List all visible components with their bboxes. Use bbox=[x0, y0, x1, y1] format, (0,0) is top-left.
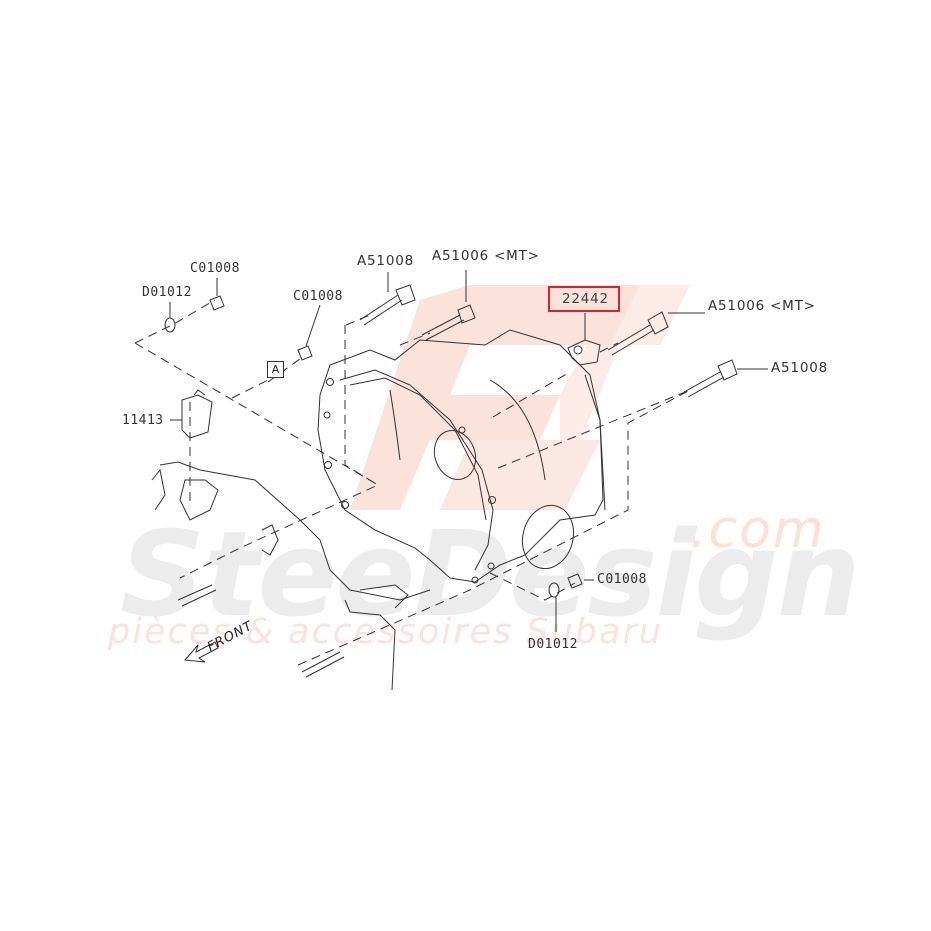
flange-bolt-holes bbox=[323, 378, 496, 584]
highlight-box-22442 bbox=[548, 286, 620, 312]
callout-part-22442[interactable]: 22442 bbox=[562, 291, 609, 307]
nut-c01008-top-left bbox=[209, 278, 225, 311]
callout-part-11413[interactable]: 11413 bbox=[122, 413, 164, 428]
callout-d01012-top-left[interactable]: D01012 bbox=[142, 285, 192, 300]
callout-c01008-bottom[interactable]: C01008 bbox=[597, 572, 647, 587]
bolt-a51008-top bbox=[359, 272, 416, 326]
part-11413-mount bbox=[170, 389, 213, 439]
clutch-housing bbox=[317, 329, 606, 583]
bolt-a51008-right bbox=[683, 359, 768, 398]
bolt-a51006-right bbox=[607, 311, 705, 356]
nut-c01008-mid-left bbox=[297, 304, 321, 361]
callout-c01008-top-left[interactable]: C01008 bbox=[190, 261, 240, 276]
washer-d01012-bottom bbox=[548, 582, 560, 632]
engine-block-outline bbox=[151, 461, 431, 691]
washer-d01012-top-left bbox=[164, 302, 176, 333]
callout-c01008-mid-left[interactable]: C01008 bbox=[293, 289, 343, 304]
callout-a51006-mt-right[interactable]: A51006 <MT> bbox=[708, 298, 816, 314]
callout-d01012-bottom[interactable]: D01012 bbox=[528, 637, 578, 652]
assembly-lines bbox=[134, 299, 691, 666]
bolt-lower-mid bbox=[301, 651, 345, 678]
bracket-22442 bbox=[567, 313, 601, 366]
callout-a51006-mt-top[interactable]: A51006 <MT> bbox=[432, 248, 540, 264]
nut-c01008-bottom bbox=[567, 573, 594, 589]
callout-a51008-top[interactable]: A51008 bbox=[357, 253, 414, 269]
bolt-a51006-top bbox=[421, 270, 476, 341]
reference-box-a: A bbox=[267, 361, 284, 378]
bolt-lower-left bbox=[177, 584, 217, 607]
callout-a51008-right[interactable]: A51008 bbox=[771, 360, 828, 376]
front-arrow-icon bbox=[183, 641, 219, 663]
